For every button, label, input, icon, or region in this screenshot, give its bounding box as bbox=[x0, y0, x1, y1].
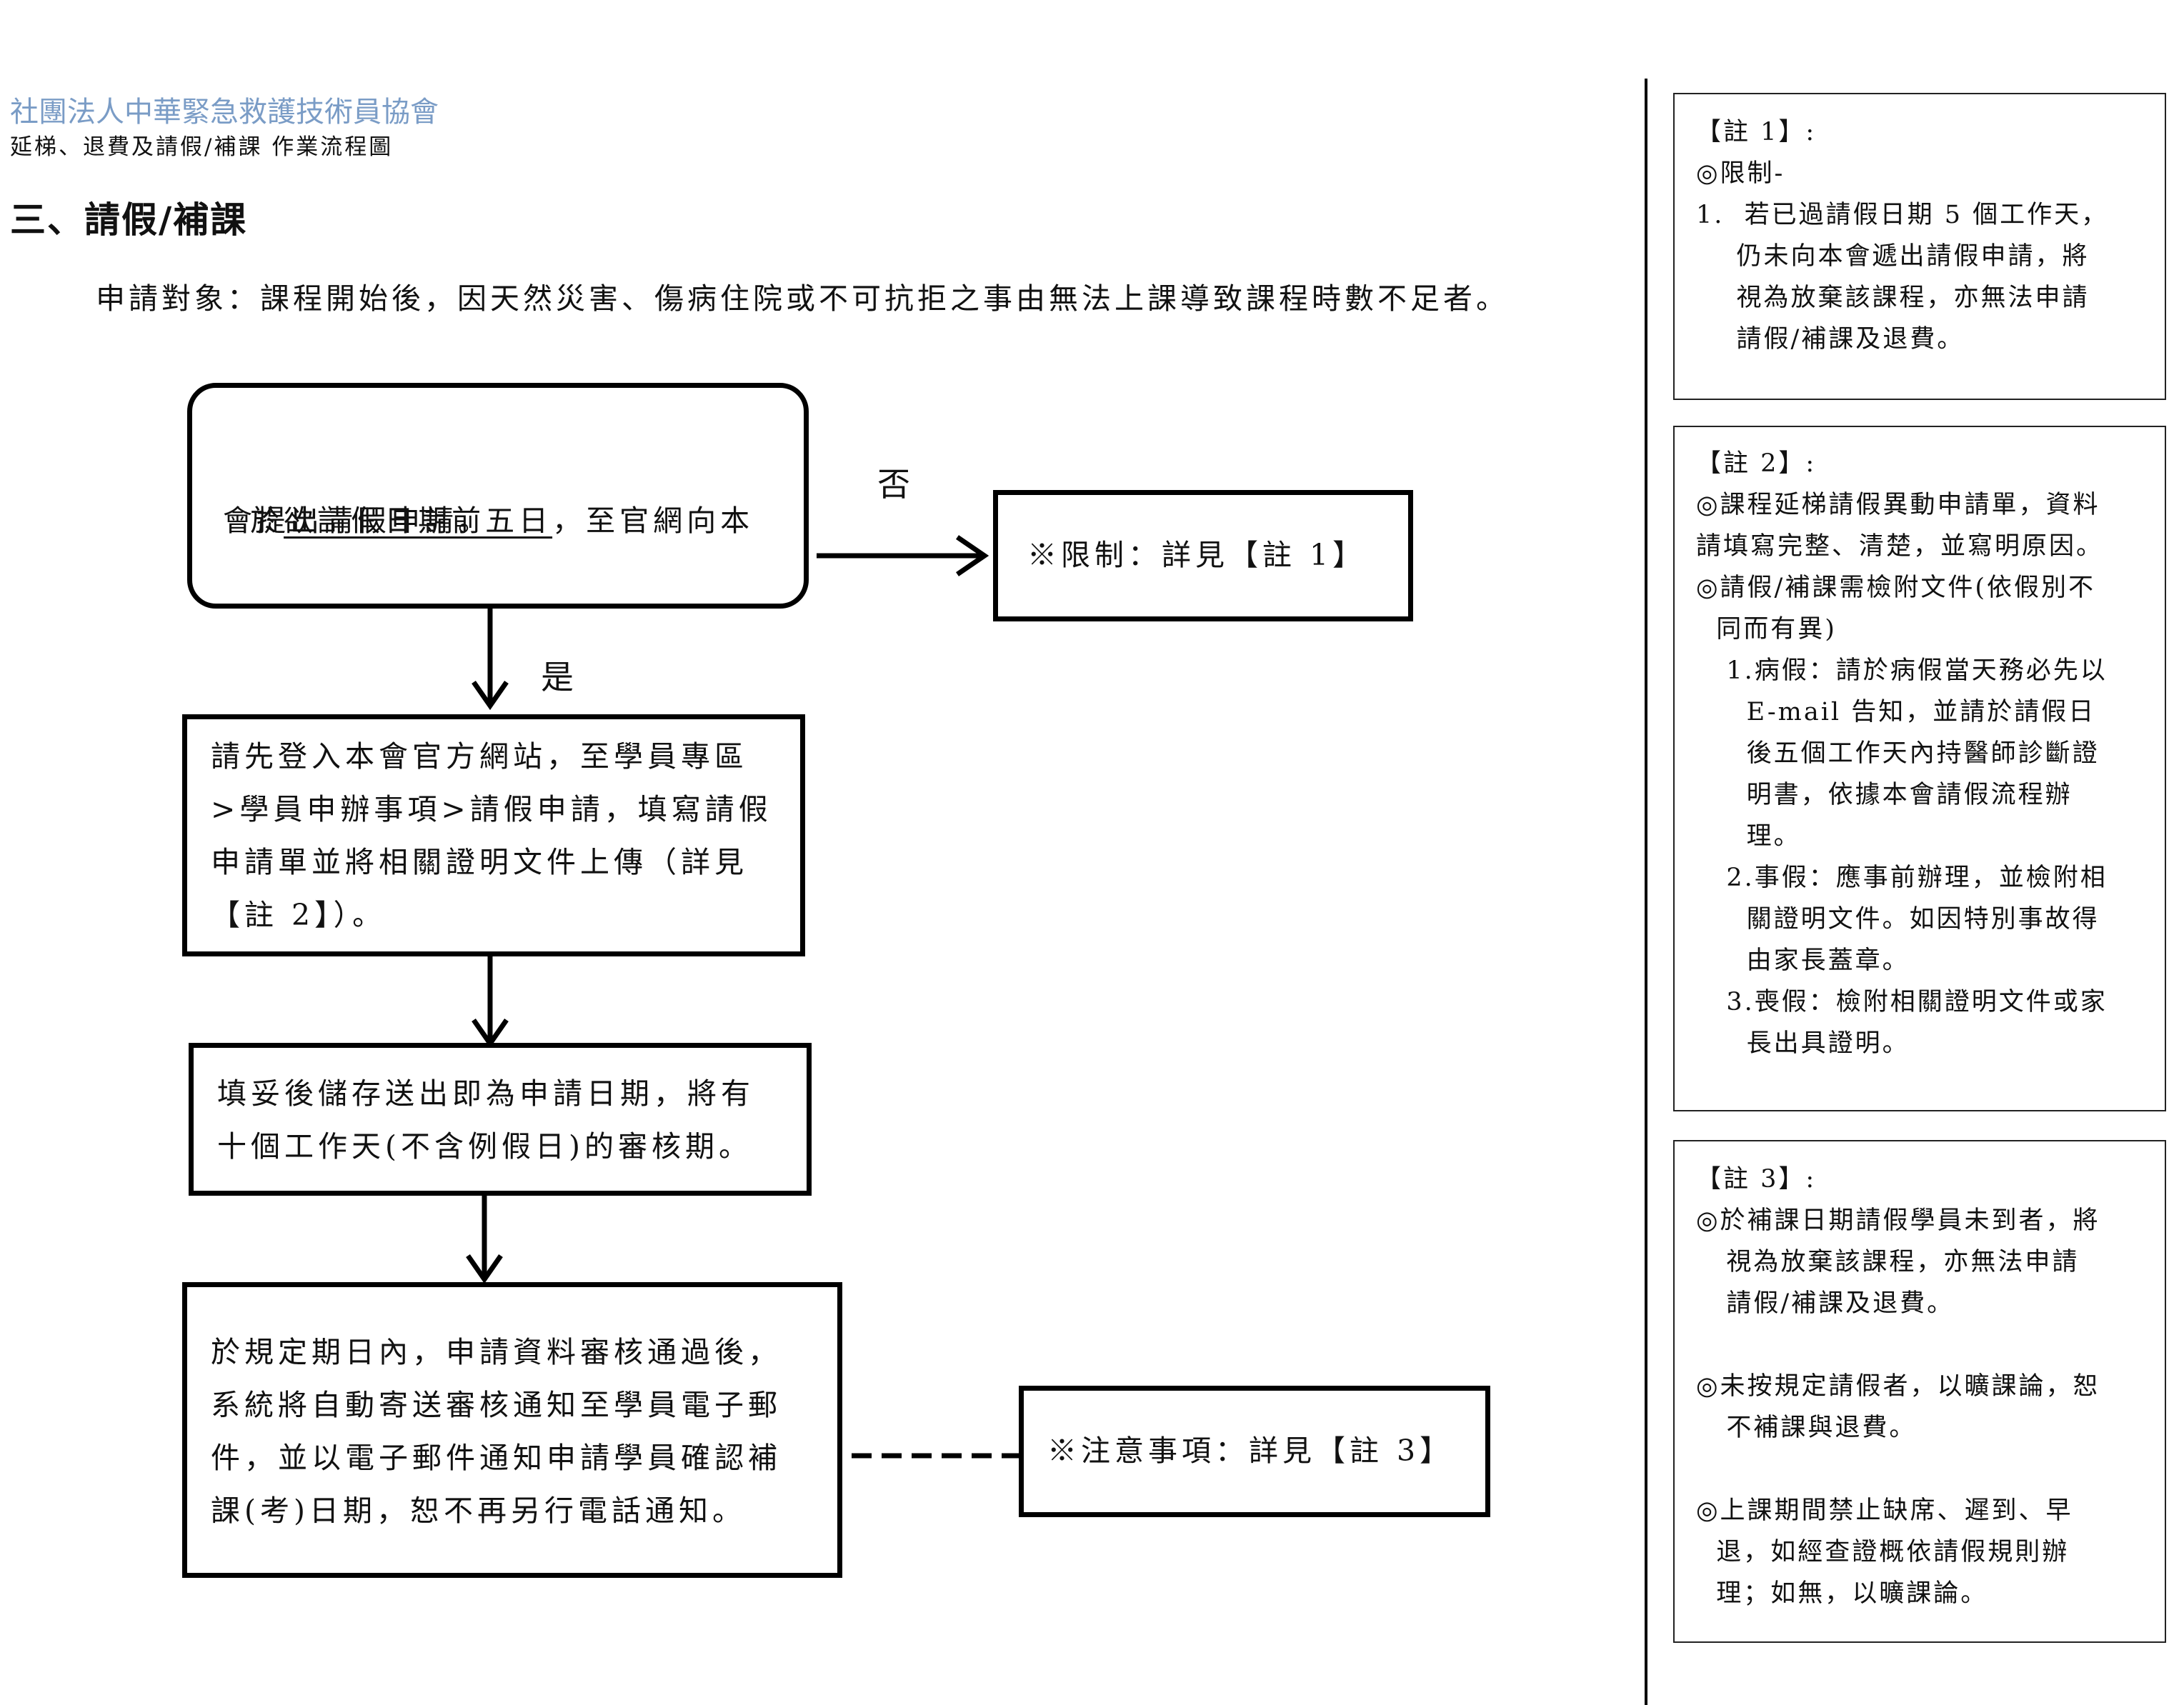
note1-line: 【註 1】: bbox=[1696, 118, 1817, 146]
step2-line-2: >學員申辦事項>請假申請，填寫請假 bbox=[211, 792, 772, 826]
note1-line: ◎限制- bbox=[1696, 159, 1785, 188]
arrow-yes-head bbox=[472, 680, 509, 711]
step4-box bbox=[182, 1282, 842, 1578]
yes-label: 是 bbox=[541, 658, 574, 696]
step4-line-2: 系統將自動寄送審核通知至學員電子郵 bbox=[211, 1388, 782, 1422]
limit-box-text: ※限制：詳見【註 1】 bbox=[1027, 538, 1367, 572]
note2-line: E-mail 告知，並請於請假日 bbox=[1696, 698, 2096, 726]
note2-line: 由家長蓋章。 bbox=[1696, 946, 1910, 975]
document-subtitle: 延梯、退費及請假/補課 作業流程圖 bbox=[10, 134, 394, 160]
organization-name: 社團法人中華緊急救護技術員協會 bbox=[10, 96, 439, 128]
note3-line: 視為放棄該課程，亦無法申請 bbox=[1696, 1248, 2080, 1276]
note1-line: 視為放棄該課程，亦無法申請 bbox=[1696, 284, 2090, 312]
note2-line: ◎請假/補課需檢附文件(依假別不 bbox=[1696, 574, 2095, 602]
application-target: 申請對象：課程開始後，因天然災害、傷病住院或不可抗拒之事由無法上課導致課程時數不… bbox=[96, 281, 1509, 316]
note3-line: 理；如無，以曠課論。 bbox=[1696, 1579, 1988, 1608]
note3-line: 請假/補課及退費。 bbox=[1696, 1289, 1955, 1318]
limit-box bbox=[993, 490, 1413, 621]
note3-line: 【註 3】: bbox=[1696, 1165, 1817, 1194]
step2-line-3: 申請單並將相關證明文件上傳（詳見 bbox=[211, 845, 748, 879]
section-title: 三、請假/補課 bbox=[10, 199, 248, 241]
note2-line: 長出具證明。 bbox=[1696, 1029, 1910, 1058]
step1-text-line2: 會提出請假申請。 bbox=[223, 504, 492, 538]
note1-line: 1. 若已過請假日期 5 個工作天， bbox=[1696, 201, 2109, 229]
arrow-no-head bbox=[956, 535, 989, 576]
note2-line: 理。 bbox=[1696, 822, 1801, 851]
note2-line: 明書，依據本會請假流程辦 bbox=[1696, 781, 2073, 809]
note1-line: 請假/補課及退費。 bbox=[1696, 325, 1965, 354]
step2-box bbox=[182, 714, 805, 956]
step4-line-3: 件，並以電子郵件通知申請學員確認補 bbox=[211, 1441, 782, 1475]
note2-line: 3.喪假：檢附相關證明文件或家 bbox=[1696, 988, 2108, 1016]
note2-line: ◎課程延梯請假異動申請單，資料 bbox=[1696, 491, 2100, 519]
note2-line: 同而有異) bbox=[1696, 615, 1837, 644]
note2-line: 後五個工作天內持醫師診斷證 bbox=[1696, 739, 2100, 768]
no-label: 否 bbox=[877, 465, 910, 504]
note2-line: 請填寫完整、清楚，並寫明原因。 bbox=[1696, 532, 2104, 561]
step2-line-1: 請先登入本會官方網站，至學員專區 bbox=[211, 739, 748, 774]
step1-box bbox=[187, 383, 809, 609]
step1-text-post: ，至官網向本 bbox=[552, 504, 754, 538]
step2-line-4: 【註 2】）。 bbox=[211, 898, 387, 932]
step4-line-4: 課(考)日期，恕不再另行電話通知。 bbox=[211, 1494, 746, 1528]
note3-line: 退，如經查證概依請假規則辦 bbox=[1696, 1538, 2070, 1566]
note3-line: ◎未按規定請假者，以曠課論，恕 bbox=[1696, 1372, 2100, 1401]
step3-box bbox=[189, 1043, 812, 1196]
step1-deadline: 欲請假日期前五日 bbox=[284, 504, 553, 538]
notice-box-text: ※注意事項：詳見【註 3】 bbox=[1047, 1434, 1454, 1468]
note1-panel bbox=[1673, 93, 2166, 400]
note2-line: 【註 2】: bbox=[1696, 449, 1817, 478]
note2-panel bbox=[1673, 426, 2166, 1111]
step1-text-pre: 於 bbox=[250, 504, 284, 538]
notice-box bbox=[1019, 1386, 1490, 1517]
note2-line: 2.事假：應事前辦理，並檢附相 bbox=[1696, 864, 2108, 892]
note2-line: 關證明文件。如因特別事故得 bbox=[1696, 905, 2100, 934]
step3-line-1: 填妥後儲存送出即為申請日期，將有 bbox=[217, 1076, 754, 1111]
note2-line: 1.病假：請於病假當天務必先以 bbox=[1696, 656, 2108, 685]
note1-line: 仍未向本會遞出請假申請，將 bbox=[1696, 242, 2090, 271]
arrow-3-4-head bbox=[466, 1254, 503, 1284]
step3-line-2: 十個工作天(不含例假日)的審核期。 bbox=[217, 1129, 752, 1164]
note3-panel bbox=[1673, 1140, 2166, 1643]
step1-text: 於欲請假日期前五日，至官網向本 bbox=[223, 441, 754, 547]
step4-line-1: 於規定期日內，申請資料審核通過後， bbox=[211, 1335, 782, 1369]
note3-line: ◎上課期間禁止缺席、遲到、早 bbox=[1696, 1496, 2073, 1525]
note3-line: ◎於補課日期請假學員未到者，將 bbox=[1696, 1206, 2100, 1235]
note3-line: 不補課與退費。 bbox=[1696, 1414, 1917, 1442]
